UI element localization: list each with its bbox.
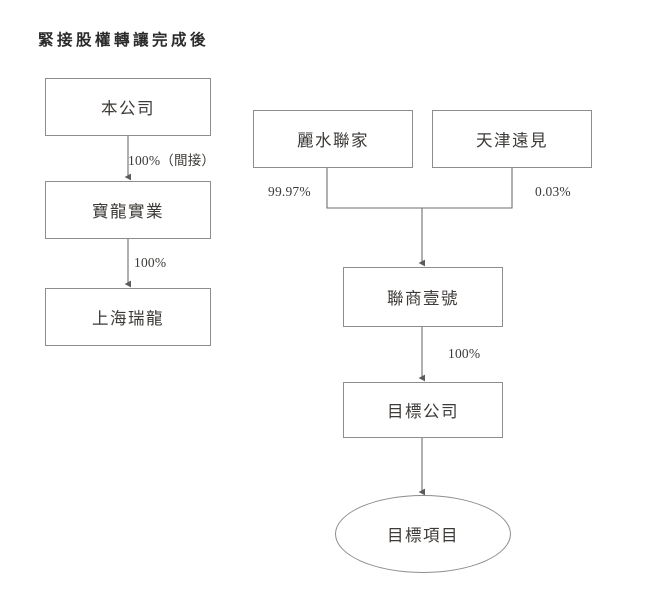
- edge-label-company-to-baolong: 100%（間接）: [128, 153, 216, 168]
- node-target-project-label: 目標項目: [387, 526, 459, 545]
- edge-label-lishui-to-lianshang: 99.97%: [268, 184, 311, 199]
- node-company-label: 本公司: [101, 99, 155, 118]
- edge-label-tianjin-to-lianshang: 0.03%: [535, 184, 571, 199]
- node-baolong-shiye-label: 寶龍實業: [92, 202, 164, 221]
- node-tianjin-yuanjian[interactable]: 天津遠見: [432, 110, 592, 168]
- node-lianshang-yihao-label: 聯商壹號: [387, 289, 459, 308]
- edge-label-lianshang-to-target-company: 100%: [448, 346, 481, 361]
- node-shanghai-ruilong-label: 上海瑞龍: [92, 309, 164, 328]
- node-target-company-label: 目標公司: [387, 402, 459, 421]
- node-baolong-shiye[interactable]: 寶龍實業: [45, 181, 211, 239]
- node-tianjin-yuanjian-label: 天津遠見: [476, 131, 548, 150]
- page-title: 緊接股權轉讓完成後: [38, 32, 210, 49]
- node-company[interactable]: 本公司: [45, 78, 211, 136]
- node-lishui-lianjia[interactable]: 麗水聯家: [253, 110, 413, 168]
- node-shanghai-ruilong[interactable]: 上海瑞龍: [45, 288, 211, 346]
- node-lishui-lianjia-label: 麗水聯家: [297, 131, 369, 150]
- edge-label-baolong-to-shanghai-ruilong: 100%: [134, 255, 167, 270]
- node-lianshang-yihao[interactable]: 聯商壹號: [343, 267, 503, 327]
- node-target-company[interactable]: 目標公司: [343, 382, 503, 438]
- node-target-project[interactable]: 目標項目: [335, 495, 511, 573]
